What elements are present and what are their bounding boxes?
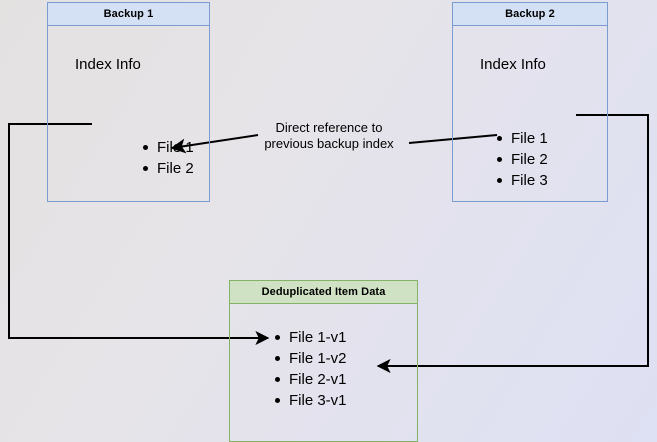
- list-item: File 2: [497, 149, 548, 170]
- list-item: File 1: [143, 137, 194, 158]
- node-backup-1-header: Backup 1: [48, 3, 209, 26]
- node-deduplicated-item-data-body: File 1-v1 File 1-v2 File 2-v1 File 3-v1: [230, 304, 417, 441]
- edge-label-line-2: previous backup index: [264, 136, 394, 151]
- list-item: File 2: [143, 158, 194, 179]
- backup-2-file-list: File 1 File 2 File 3: [497, 128, 548, 191]
- list-item: File 1-v2: [275, 348, 347, 369]
- node-backup-1[interactable]: Backup 1 Index Info File 1 File 2: [47, 2, 210, 202]
- list-item: File 2-v1: [275, 369, 347, 390]
- backup-1-file-list: File 1 File 2: [143, 137, 194, 179]
- node-deduplicated-item-data[interactable]: Deduplicated Item Data File 1-v1 File 1-…: [229, 280, 418, 442]
- list-item: File 1: [497, 128, 548, 149]
- list-item: File 1-v1: [275, 327, 347, 348]
- node-backup-2-body: Index Info File 1 File 2 File 3: [453, 26, 607, 201]
- dedup-file-list: File 1-v1 File 1-v2 File 2-v1 File 3-v1: [275, 327, 347, 411]
- node-backup-1-body: Index Info File 1 File 2: [48, 26, 209, 201]
- backup-2-index-info-label: Index Info: [480, 56, 546, 73]
- list-item: File 3: [497, 170, 548, 191]
- node-backup-2[interactable]: Backup 2 Index Info File 1 File 2 File 3: [452, 2, 608, 202]
- edge-label-line-1: Direct reference to: [275, 120, 383, 135]
- edge-label-direct-reference: Direct reference to previous backup inde…: [249, 120, 409, 152]
- backup-1-index-info-label: Index Info: [75, 56, 141, 73]
- node-backup-2-header: Backup 2: [453, 3, 607, 26]
- list-item: File 3-v1: [275, 390, 347, 411]
- node-deduplicated-item-data-header: Deduplicated Item Data: [230, 281, 417, 304]
